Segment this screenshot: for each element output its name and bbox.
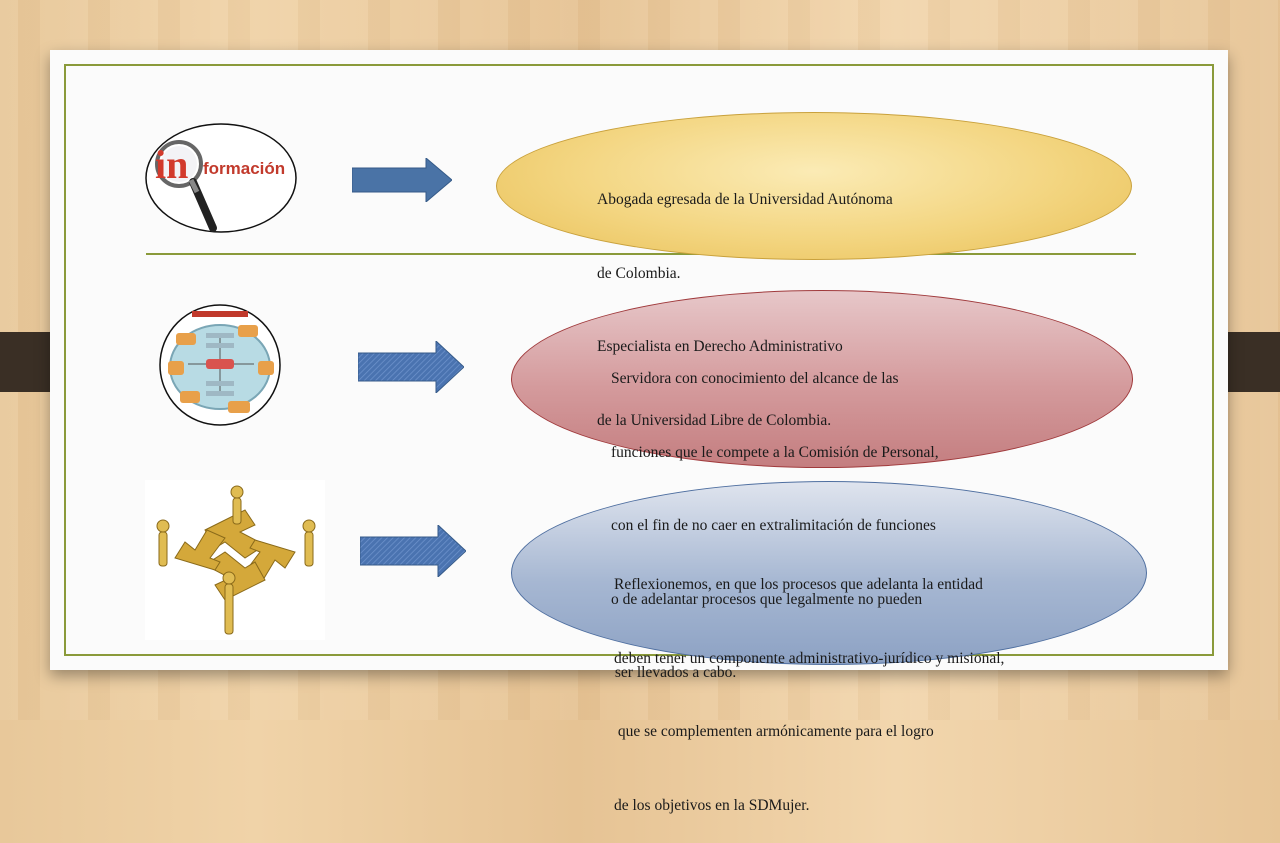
text-line: funciones que le compete a la Comisión d…	[611, 443, 939, 461]
arrow-right-icon-3	[359, 523, 467, 582]
logo-text: formación	[203, 159, 285, 178]
svg-text:in: in	[155, 142, 188, 187]
text-line: Servidora con conocimiento del alcance d…	[611, 370, 899, 387]
process-diagram-icon	[158, 303, 282, 427]
text-line: de Colombia.	[597, 264, 681, 282]
text-line: o de adelantar procesos que legalmente n…	[611, 590, 923, 608]
text-line: Abogada egresada de la Universidad Autón…	[597, 191, 893, 208]
text-line: que se complementen armónicamente para e…	[614, 723, 934, 740]
text-line: Especialista en Derecho Administrativo	[597, 338, 843, 355]
divider-line	[146, 253, 1136, 255]
text-line: Reflexionemos, en que los procesos que a…	[614, 576, 983, 593]
magnifying-glass-information-icon: in formación	[143, 122, 299, 234]
slide-frame	[64, 64, 1214, 656]
text-line: de la Universidad Libre de Colombia.	[597, 411, 832, 429]
info-oval-education	[496, 112, 1132, 260]
text-line: ser llevados a cabo.	[611, 664, 737, 681]
teamwork-arrows-figures-icon	[145, 480, 325, 640]
education-text: Abogada egresada de la Universidad Autón…	[597, 139, 893, 458]
arrow-right-icon-2	[357, 339, 465, 398]
info-oval-knowledge	[511, 290, 1133, 468]
knowledge-text: Servidora con conocimiento del alcance d…	[611, 318, 939, 710]
text-line: con el fin de no caer en extralimitación…	[611, 517, 936, 534]
arrow-right-icon-1	[351, 156, 453, 207]
text-line: de los objetivos en la SDMujer.	[614, 796, 810, 814]
info-oval-reflection	[511, 481, 1147, 665]
reflection-text: Reflexionemos, en que los procesos que a…	[614, 524, 1004, 843]
text-line: deben tener un componente administrativo…	[614, 649, 1005, 667]
